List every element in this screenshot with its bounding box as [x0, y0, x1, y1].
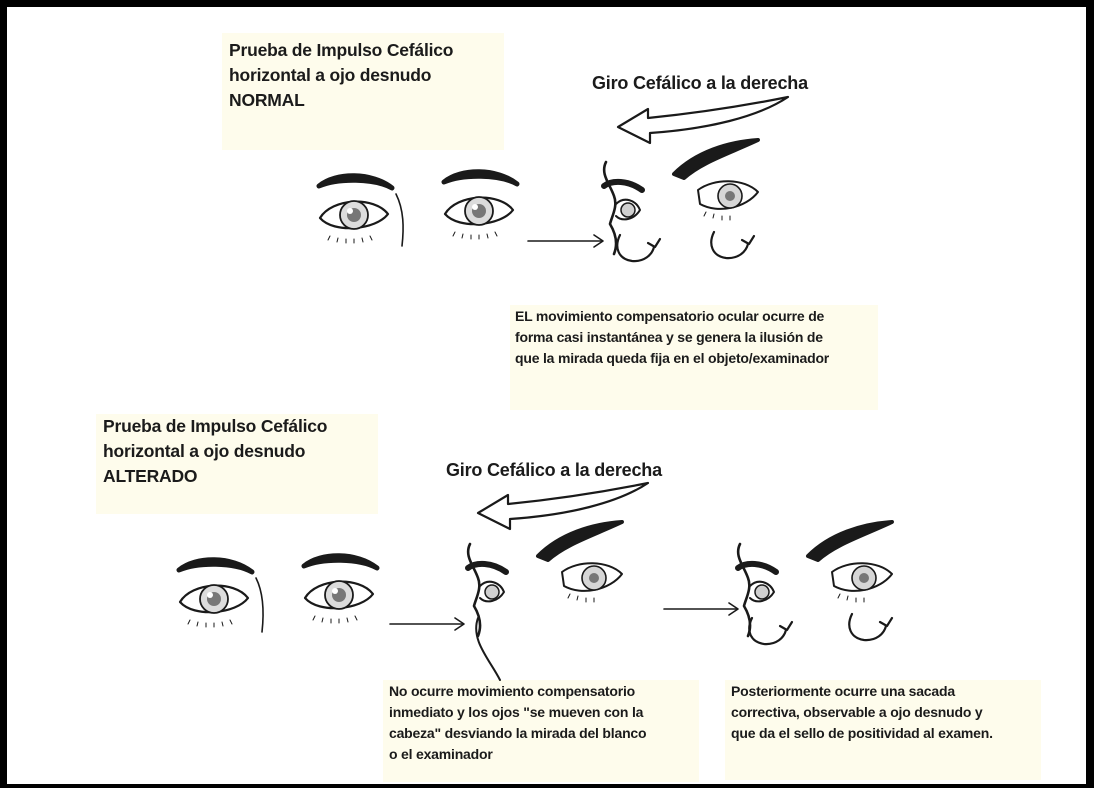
altered-caption-b-line-1: Posteriormente ocurre una sacada: [731, 683, 955, 699]
altered-title-line-3: ALTERADO: [103, 466, 198, 486]
normal-caption-line-1: EL movimiento compensatorio ocular ocurr…: [515, 308, 825, 324]
altered-caption-b-line-3: que da el sello de positividad al examen…: [731, 725, 993, 741]
altered-front-eyes-icon: [179, 556, 377, 633]
altered-head-turn-label: Giro Cefálico a la derecha: [446, 460, 662, 481]
normal-compensation-arrow-icon: [616, 233, 662, 263]
normal-caption-line-3: que la mirada queda fija en el objeto/ex…: [515, 350, 830, 366]
altered-caption-saccade: Posteriormente ocurre una sacada correct…: [725, 680, 1041, 780]
normal-head-turn-label: Giro Cefálico a la derecha: [592, 73, 808, 94]
normal-turned-head-eyes-icon: [604, 140, 758, 263]
altered-caption-a-line-4: o el examinador: [389, 746, 493, 762]
altered-caption-a-line-1: No ocurre movimiento compensatorio: [389, 683, 636, 699]
normal-title-line-1: Prueba de Impulso Cefálico: [229, 40, 454, 60]
normal-caption: EL movimiento compensatorio ocular ocurr…: [510, 305, 878, 410]
altered-caption-a-line-2: inmediato y los ojos "se mueven con la: [389, 704, 644, 720]
normal-title: Prueba de Impulso Cefálico horizontal a …: [222, 33, 504, 150]
normal-title-line-2: horizontal a ojo desnudo: [229, 65, 432, 85]
altered-saccade-arrow-icon: [748, 616, 794, 646]
altered-caption-no-compensation: No ocurre movimiento compensatorio inmed…: [383, 680, 699, 782]
altered-turned-head-no-compensation-icon: [468, 522, 622, 681]
altered-turned-head-saccade-icon: [738, 522, 892, 646]
altered-title-line-1: Prueba de Impulso Cefálico: [103, 416, 328, 436]
normal-front-eyes-icon: [319, 172, 517, 247]
altered-caption-b-line-2: correctiva, observable a ojo desnudo y: [731, 704, 983, 720]
altered-caption-a-line-3: cabeza" desviando la mirada del blanco: [389, 725, 647, 741]
normal-title-line-3: NORMAL: [229, 90, 305, 110]
altered-title: Prueba de Impulso Cefálico horizontal a …: [96, 414, 378, 514]
altered-title-line-2: horizontal a ojo desnudo: [103, 441, 306, 461]
normal-head-turn-arrow-icon: [616, 95, 790, 145]
normal-caption-line-2: forma casi instantánea y se genera la il…: [515, 329, 823, 345]
